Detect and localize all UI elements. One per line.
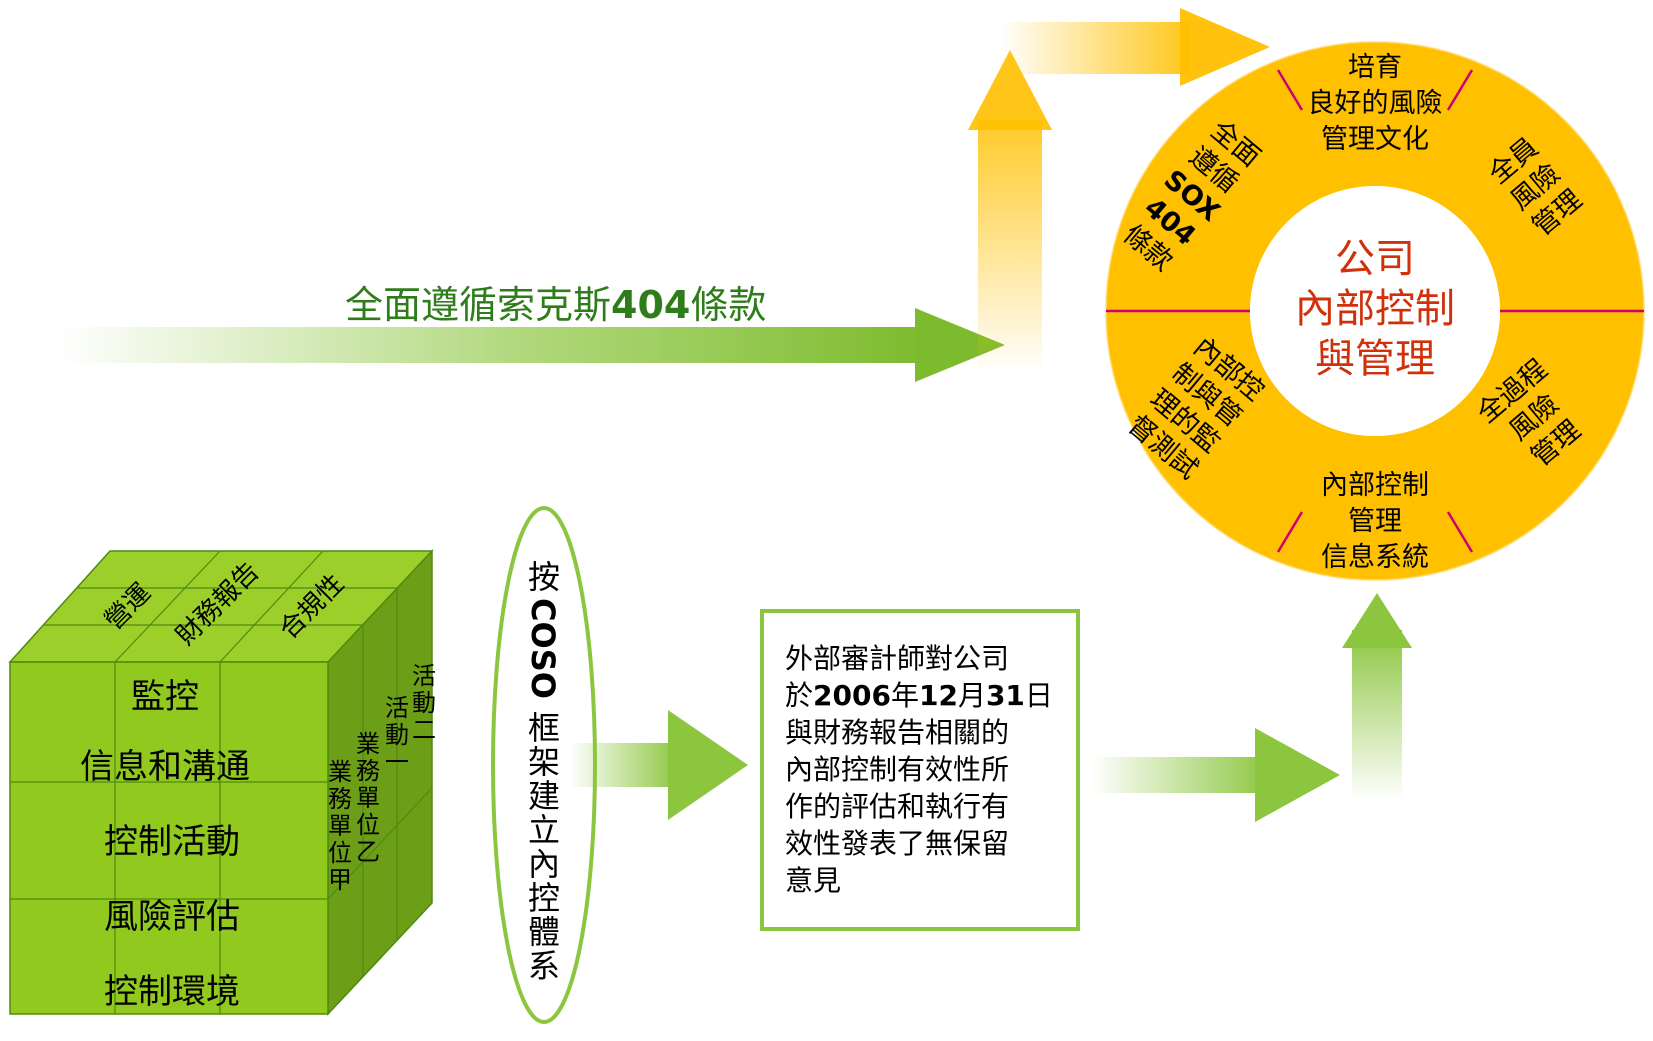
auditor-opinion-box: 外部審計師對公司於2006年12月31日與財務報告相關的內部控制有效性所作的評估…: [760, 609, 1080, 931]
ring-center-line-1: 公司: [1335, 236, 1415, 282]
cube-front-label-information: 信息和溝通: [80, 747, 250, 787]
ellipse-label-3: 框架建立內控體系: [528, 709, 560, 985]
divider-bottom-right: [1446, 511, 1474, 553]
svg-text:COSO: COSO: [524, 598, 562, 699]
cube-side-label-activity-2: 活動二: [412, 662, 436, 744]
cube-front-label-monitoring: 監控: [131, 677, 199, 717]
control-ring: 公司 內部控制 與管理 培育 良好的風險 管理文化 全員 風險 管理 全過程 風…: [1105, 41, 1645, 581]
cube-side-grid: [327, 588, 433, 977]
auditor-opinion-text: 外部審計師對公司於2006年12月31日與財務報告相關的內部控制有效性所作的評估…: [785, 642, 1053, 897]
segment-culture-line-2: 良好的風險: [1308, 88, 1443, 119]
cube-side-label-unit-b: 業務單位乙: [356, 730, 380, 866]
ellipse-label-coso: COSO: [524, 598, 562, 699]
ring-dividers: [1106, 69, 1644, 553]
cube-front-label-environment: 控制環境: [104, 972, 240, 1012]
cube-front-face: [9, 661, 329, 1015]
cube-top-grid: [44, 550, 398, 663]
cube-front-label-risk: 風險評估: [104, 897, 240, 937]
cube-front-label-control-activities: 控制活動: [104, 822, 240, 862]
ring-segment-info-system: 內部控制 管理 信息系統: [1321, 470, 1429, 573]
top-green-arrow: [60, 308, 1005, 382]
box-to-right-arrow: [1092, 728, 1340, 822]
ring-segment-culture: 培育 良好的風險 管理文化: [1308, 52, 1443, 155]
ring-center: [1250, 186, 1500, 436]
ring-center-line-2: 內部控制: [1295, 286, 1455, 332]
segment-info-line-2: 管理: [1348, 506, 1402, 537]
orange-right-arrow: [1000, 8, 1270, 86]
ellipse-label-1: 按: [528, 558, 560, 596]
cube-front-grid: [10, 662, 328, 1014]
orange-up-arrow: [968, 50, 1052, 375]
cube-side-label-activity-1: 活動一: [385, 694, 409, 776]
coso-cube: 營運 財務報告 合規性 監控 信息和溝通 控制活動 風險評估 控制環境 活動二 …: [8, 549, 436, 1016]
coso-ellipse: 按 COSO 框架建立內控體系: [491, 506, 597, 1024]
segment-info-line-3: 信息系統: [1321, 542, 1429, 573]
middle-arrow-to-box: [570, 710, 748, 820]
segment-culture-line-3: 管理文化: [1321, 124, 1429, 155]
segment-info-line-1: 內部控制: [1321, 470, 1429, 501]
ring-center-line-3: 與管理: [1315, 336, 1435, 382]
green-up-arrow-to-ring: [1342, 593, 1412, 800]
divider-top-left: [1276, 69, 1304, 111]
top-arrow-label: 全面遵循索克斯404條款: [345, 283, 766, 327]
divider-top-right: [1446, 69, 1474, 111]
segment-culture-line-1: 培育: [1348, 52, 1402, 83]
cube-side-label-unit-a: 業務單位甲: [328, 758, 352, 894]
divider-bottom-left: [1276, 511, 1304, 553]
